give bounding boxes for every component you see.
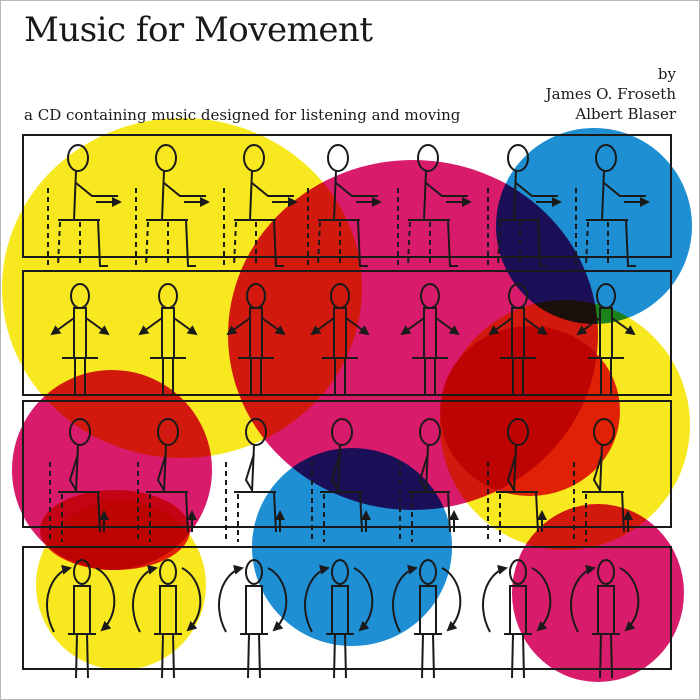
row-4-figures (47, 560, 638, 678)
panel-row-2 (22, 270, 672, 396)
credits-by: by (657, 65, 676, 83)
album-subtitle: a CD containing music designed for liste… (24, 106, 461, 124)
panel-row-3 (22, 400, 672, 528)
red-circle-bottom-left (40, 490, 190, 570)
red-circle-right (440, 326, 620, 496)
row-3-figures (50, 419, 628, 542)
panel-row-1 (22, 134, 672, 258)
row-1-figures (48, 145, 648, 266)
author-2: Albert Blaser (575, 105, 676, 123)
credits: by James O. Froseth Albert Blaser (546, 64, 676, 124)
album-title: Music for Movement (24, 10, 373, 50)
panel-row-4 (22, 546, 672, 670)
row-2-figures (52, 284, 634, 394)
author-1: James O. Froseth (545, 85, 676, 103)
